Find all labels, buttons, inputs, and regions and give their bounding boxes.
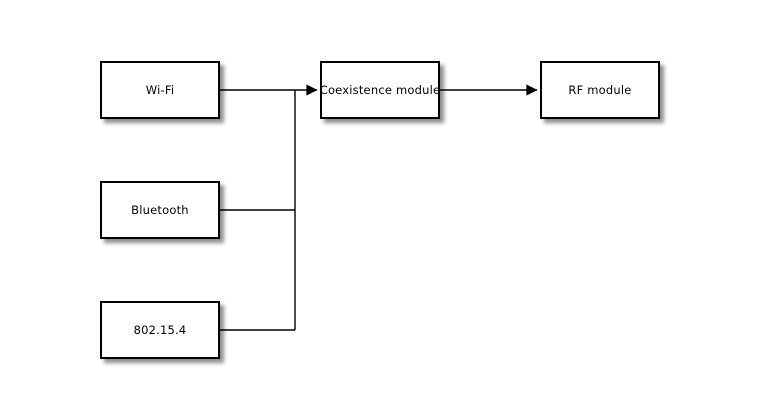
node-802-15-4: 802.15.4 [100, 301, 220, 359]
node-rf-module-label: RF module [568, 83, 632, 97]
node-coexistence-module: Coexistence module [320, 61, 440, 119]
node-wifi-label: Wi-Fi [145, 83, 175, 97]
node-802-15-4-label: 802.15.4 [133, 323, 187, 337]
node-bluetooth: Bluetooth [100, 181, 220, 239]
node-coexistence-module-label: Coexistence module [319, 83, 441, 97]
node-bluetooth-label: Bluetooth [131, 203, 189, 217]
node-rf-module: RF module [540, 61, 660, 119]
node-wifi: Wi-Fi [100, 61, 220, 119]
